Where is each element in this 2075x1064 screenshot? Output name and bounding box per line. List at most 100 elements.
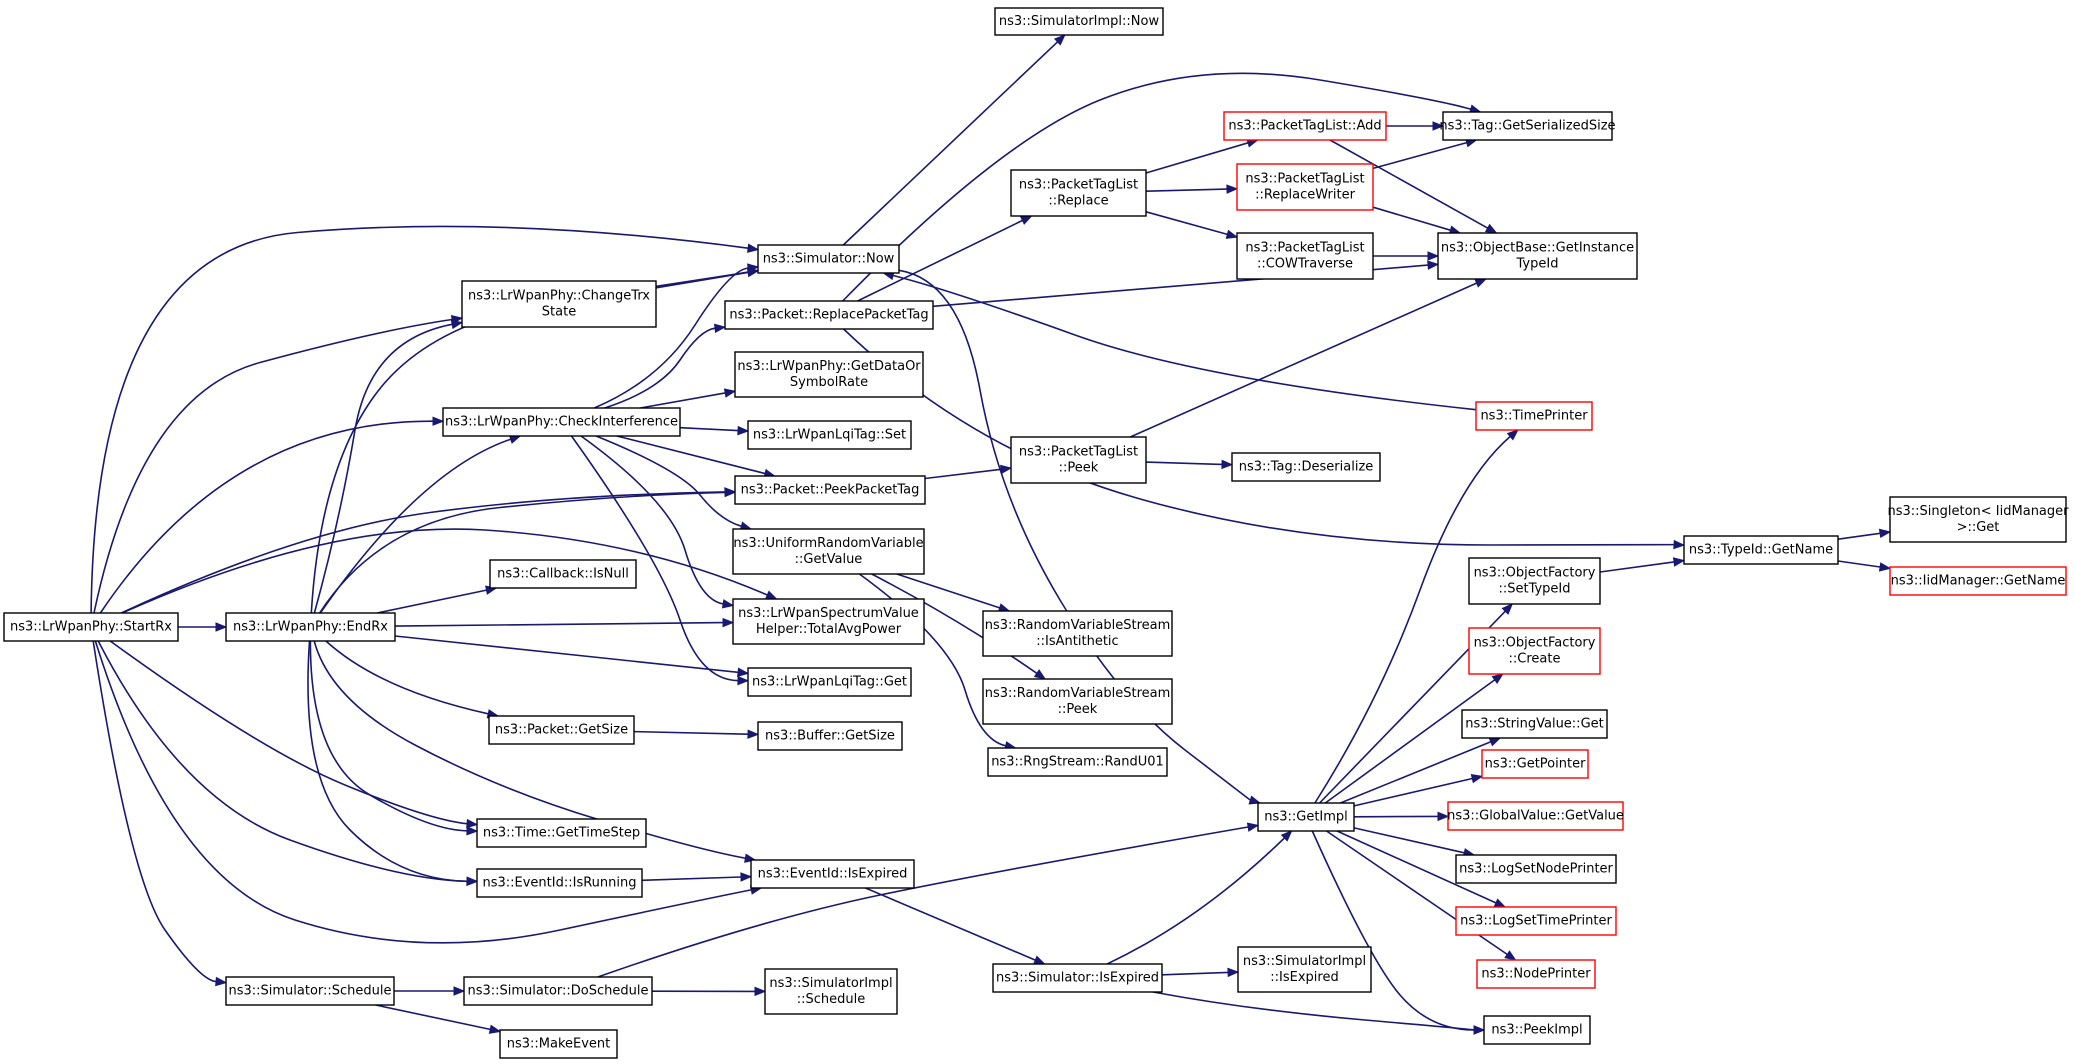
- node-peekpackettag[interactable]: ns3::Packet::PeekPacketTag: [734, 475, 926, 505]
- node-label: >::Get: [1957, 520, 2000, 535]
- node-checkint[interactable]: ns3::LrWpanPhy::CheckInterference: [442, 407, 681, 437]
- node-tagdeser[interactable]: ns3::Tag::Deserialize: [1231, 452, 1381, 482]
- node-randu01[interactable]: ns3::RngStream::RandU01: [987, 747, 1168, 777]
- node-box: [1010, 169, 1147, 217]
- arrowhead: [1033, 669, 1047, 680]
- arrowhead: [1673, 539, 1686, 550]
- edge-startrx-to-timestep: [109, 640, 479, 829]
- node-label: ns3::Time::GetTimeStep: [483, 826, 640, 841]
- edge-line: [1372, 206, 1451, 231]
- arrowhead: [1473, 1025, 1486, 1035]
- arrowhead: [737, 667, 750, 677]
- arrowhead: [1427, 251, 1440, 261]
- node-callbackisnull[interactable]: ns3::Callback::IsNull: [489, 559, 637, 589]
- arrowhead: [1672, 557, 1686, 567]
- node-buffergetsize[interactable]: ns3::Buffer::GetSize: [757, 721, 903, 751]
- node-simnow[interactable]: ns3::Simulator::Now: [757, 244, 900, 274]
- edge-line: [1837, 560, 1881, 568]
- node-ptlpeek[interactable]: ns3::PacketTagList::Peek: [1010, 436, 1147, 484]
- arrowhead: [466, 826, 479, 836]
- node-settypeid[interactable]: ns3::ObjectFactory::SetTypeId: [1468, 557, 1601, 605]
- arrowhead: [432, 416, 445, 426]
- node-totalavgpower[interactable]: ns3::LrWpanSpectrumValueHelper::TotalAvg…: [732, 598, 925, 645]
- node-ptlreplace[interactable]: ns3::PacketTagList::Replace: [1010, 169, 1147, 217]
- node-rvsanti[interactable]: ns3::RandomVariableStream::IsAntithetic: [982, 610, 1173, 657]
- node-endrx[interactable]: ns3::LrWpanPhy::EndRx: [225, 612, 396, 642]
- node-ptlreplacewriter[interactable]: ns3::PacketTagList::ReplaceWriter: [1236, 163, 1374, 211]
- arrowhead: [724, 487, 737, 498]
- node-dosch[interactable]: ns3::Simulator::DoSchedule: [463, 976, 653, 1006]
- node-simisexpired[interactable]: ns3::Simulator::IsExpired: [992, 963, 1163, 993]
- node-label: ns3::PeekImpl: [1491, 1023, 1582, 1038]
- node-label: ns3::Buffer::GetSize: [765, 729, 895, 744]
- node-iidgetname[interactable]: ns3::IidManager::GetName: [1889, 566, 2067, 596]
- node-label: ns3::GlobalValue::GetValue: [1447, 809, 1624, 824]
- node-getimpl[interactable]: ns3::GetImpl: [1257, 802, 1355, 832]
- node-rvspeek[interactable]: ns3::RandomVariableStream::Peek: [982, 678, 1173, 725]
- node-ptlcow[interactable]: ns3::PacketTagList::COWTraverse: [1236, 232, 1374, 280]
- node-eventisrunning[interactable]: ns3::EventId::IsRunning: [476, 868, 643, 898]
- node-label: ns3::UniformRandomVariable: [733, 536, 923, 551]
- node-nodeprinter[interactable]: ns3::NodePrinter: [1476, 959, 1596, 989]
- node-box: [1455, 854, 1617, 884]
- edge-getimpl-to-logtime: [1336, 830, 1507, 908]
- node-label: ns3::GetPointer: [1485, 757, 1586, 772]
- node-gvgetvalue[interactable]: ns3::GlobalValue::GetValue: [1447, 801, 1624, 831]
- edge-eventisexpired-to-simisexpired: [865, 887, 1046, 965]
- node-label: ns3::LogSetNodePrinter: [1459, 862, 1613, 877]
- node-lqiget[interactable]: ns3::LrWpanLqiTag::Get: [747, 667, 912, 697]
- node-timestep[interactable]: ns3::Time::GetTimeStep: [476, 818, 647, 848]
- node-logtime[interactable]: ns3::LogSetTimePrinter: [1455, 906, 1617, 936]
- edge-line: [1129, 282, 1477, 438]
- node-replacetag[interactable]: ns3::Packet::ReplacePacketTag: [724, 300, 934, 330]
- edge-getimpl-to-lognode: [1353, 827, 1476, 858]
- arrowhead: [1246, 822, 1260, 832]
- edge-getimpl-to-timeprinter: [1314, 429, 1519, 804]
- node-simimplnow[interactable]: ns3::SimulatorImpl::Now: [994, 7, 1164, 36]
- node-packetgetsize[interactable]: ns3::Packet::GetSize: [488, 715, 635, 745]
- edge-endrx-to-totalavgpower: [394, 617, 735, 628]
- node-box: [1237, 946, 1372, 993]
- node-implisexpired[interactable]: ns3::SimulatorImpl::IsExpired: [1237, 946, 1372, 993]
- node-makeevent[interactable]: ns3::MakeEvent: [499, 1029, 618, 1059]
- node-peekimpl[interactable]: ns3::PeekImpl: [1483, 1015, 1591, 1045]
- node-label: ns3::LrWpanLqiTag::Set: [753, 428, 906, 443]
- node-lqiset[interactable]: ns3::LrWpanLqiTag::Set: [747, 420, 912, 450]
- edge-line: [97, 640, 468, 883]
- node-eventisexpired[interactable]: ns3::EventId::IsExpired: [750, 859, 915, 889]
- edge-typeidgetname-to-iidgetname: [1837, 560, 1892, 572]
- node-implschedule[interactable]: ns3::SimulatorImpl::Schedule: [764, 968, 898, 1015]
- node-stringget[interactable]: ns3::StringValue::Get: [1461, 709, 1608, 739]
- edge-getimpl-to-ofcreate: [1324, 673, 1504, 804]
- node-label: TypeId: [1516, 257, 1559, 272]
- node-box: [982, 678, 1173, 725]
- node-typeidgetname[interactable]: ns3::TypeId::GetName: [1683, 535, 1839, 565]
- arrowhead: [1501, 603, 1514, 615]
- node-label: ns3::PacketTagList: [1245, 241, 1364, 256]
- node-getpointer[interactable]: ns3::GetPointer: [1481, 749, 1589, 779]
- node-box: [1468, 557, 1601, 605]
- node-label: ns3::LrWpanPhy::CheckInterference: [445, 415, 678, 430]
- edge-endrx-to-peekpackettag: [318, 487, 737, 614]
- node-ofcreate[interactable]: ns3::ObjectFactory::Create: [1468, 627, 1601, 675]
- edge-timeprinter-to-simnow: [882, 271, 1477, 411]
- node-label: ns3::Callback::IsNull: [497, 567, 629, 582]
- edge-checkint-to-getdatarate: [640, 388, 737, 409]
- node-label: ::ReplaceWriter: [1255, 188, 1356, 203]
- node-timeprinter[interactable]: ns3::TimePrinter: [1475, 401, 1593, 431]
- node-urvgetvalue[interactable]: ns3::UniformRandomVariable::GetValue: [732, 528, 925, 575]
- node-tagserial[interactable]: ns3::Tag::GetSerializedSize: [1439, 111, 1616, 141]
- node-lognode[interactable]: ns3::LogSetNodePrinter: [1455, 854, 1617, 884]
- edge-line: [309, 640, 468, 832]
- edge-line: [109, 640, 468, 825]
- edge-endrx-to-packetgetsize: [325, 640, 500, 719]
- node-box: [1223, 111, 1387, 141]
- node-ptladd[interactable]: ns3::PacketTagList::Add: [1223, 111, 1387, 141]
- edge-line: [1145, 461, 1223, 466]
- node-simschedule[interactable]: ns3::Simulator::Schedule: [225, 976, 395, 1006]
- edge-getimpl-to-gvgetvalue: [1353, 811, 1450, 822]
- node-singletonget[interactable]: ns3::Singleton< IidManager >::Get: [1887, 496, 2069, 543]
